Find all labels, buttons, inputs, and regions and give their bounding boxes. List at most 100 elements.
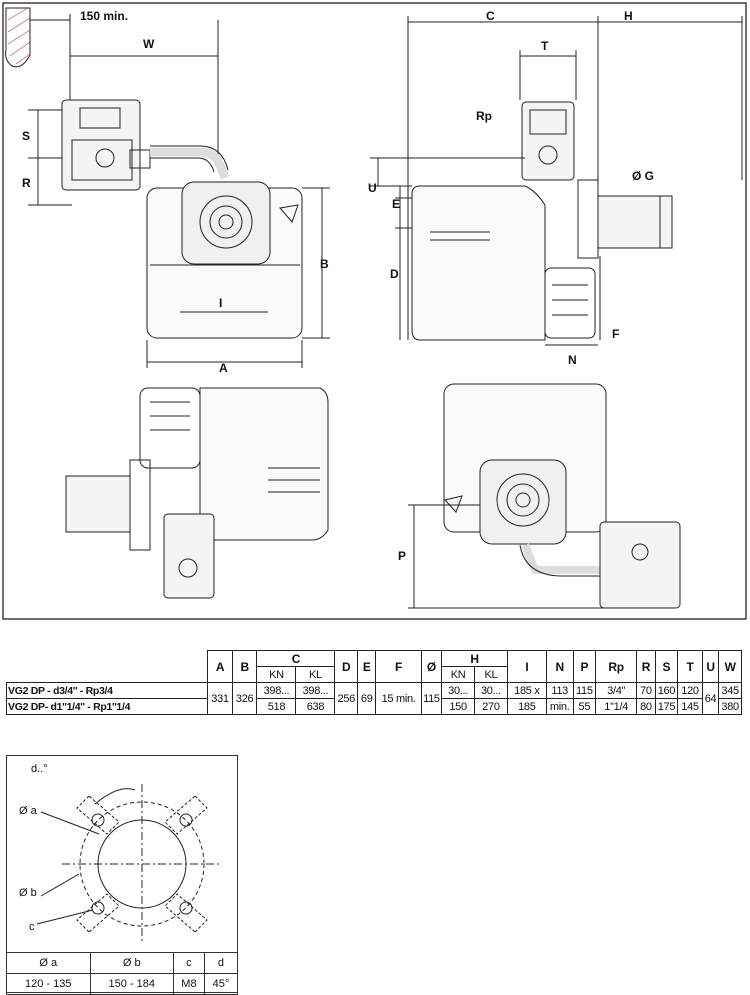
header-a: A bbox=[207, 650, 233, 683]
cell-n: min. bbox=[545, 698, 574, 715]
cell-r: 70 bbox=[636, 682, 656, 699]
view-top-right bbox=[370, 16, 743, 346]
cell-n: 113 bbox=[545, 682, 574, 699]
wall-hatch bbox=[5, 7, 31, 68]
cell-s: 175 bbox=[654, 698, 679, 715]
header-rp: Rp bbox=[595, 650, 638, 683]
header-e: E bbox=[357, 650, 377, 683]
flange-header-b: Ø b bbox=[89, 952, 174, 974]
label-og: Ø G bbox=[632, 169, 654, 183]
dimensions-table: A B C D E F Ø H I N P Rp R S T U W KN KL… bbox=[5, 650, 742, 715]
flange-value-b: 150 - 184 bbox=[89, 973, 174, 995]
cell-h-kl: 270 bbox=[474, 698, 508, 715]
label-u: U bbox=[368, 181, 377, 195]
cell-a: 331 bbox=[207, 682, 233, 715]
header-d: D bbox=[334, 650, 359, 683]
model-name: VG2 DP- d1''1/4'' - Rp1''1/4 bbox=[5, 698, 209, 715]
header-i: I bbox=[506, 650, 547, 683]
model-name: VG2 DP - d3/4'' - Rp3/4 bbox=[5, 682, 209, 699]
label-e: E bbox=[392, 197, 400, 211]
cell-u: 64 bbox=[701, 682, 720, 715]
cell-w: 345 bbox=[718, 682, 742, 699]
flange-value-a: 120 - 135 bbox=[6, 973, 91, 995]
header-h: H bbox=[441, 650, 508, 667]
header-c-kl: KL bbox=[295, 666, 336, 683]
label-s: S bbox=[22, 129, 30, 143]
view-bottom-left bbox=[65, 387, 329, 599]
flange-drawing: d..° Ø a Ø b c bbox=[19, 763, 222, 944]
flange-value-d: 45° bbox=[203, 973, 239, 995]
cell-s: 160 bbox=[654, 682, 679, 699]
header-r: R bbox=[636, 650, 656, 683]
cell-h-kl: 30... bbox=[474, 682, 508, 699]
flange-label-b: Ø b bbox=[19, 887, 37, 899]
cell-w: 380 bbox=[718, 698, 742, 715]
label-w: W bbox=[143, 37, 155, 51]
header-t: T bbox=[677, 650, 703, 683]
table-row: VG2 DP - d3/4'' - Rp3/4 331 326 398... 3… bbox=[5, 682, 742, 715]
cell-c-kl: 398... bbox=[295, 682, 336, 699]
header-c: C bbox=[256, 650, 336, 667]
header-h-kl: KL bbox=[474, 666, 508, 683]
cell-g: 115 bbox=[420, 682, 443, 715]
flange-label-c: c bbox=[29, 921, 35, 933]
table-header-row-1: A B C D E F Ø H I N P Rp R S T U W bbox=[6, 650, 742, 683]
cell-t: 145 bbox=[677, 698, 703, 715]
cell-d: 256 bbox=[334, 682, 359, 715]
label-h: H bbox=[624, 9, 633, 23]
header-n: N bbox=[545, 650, 574, 683]
cell-f: 15 min. bbox=[375, 682, 422, 715]
header-c-kn: KN bbox=[256, 666, 297, 683]
label-r: R bbox=[22, 176, 31, 190]
flange-header-c: c bbox=[173, 952, 205, 974]
label-rp: Rp bbox=[476, 109, 492, 123]
cell-rp: 3/4'' bbox=[595, 682, 638, 699]
label-f: F bbox=[612, 327, 619, 341]
flange-table-header: Ø a Ø b c d bbox=[6, 952, 239, 974]
cell-h-kn: 150 bbox=[441, 698, 475, 715]
label-p: P bbox=[398, 549, 406, 563]
header-p: P bbox=[572, 650, 597, 683]
header-w: W bbox=[718, 650, 742, 683]
cell-b: 326 bbox=[231, 682, 258, 715]
cell-r: 80 bbox=[636, 698, 656, 715]
cell-e: 69 bbox=[357, 682, 377, 715]
flange-table-values: 120 - 135 150 - 184 M8 45° bbox=[6, 973, 239, 995]
label-t: T bbox=[541, 39, 549, 53]
flange-label-d: d..° bbox=[31, 763, 48, 775]
label-i: I bbox=[219, 296, 222, 310]
flange-detail: d..° Ø a Ø b c Ø a Ø b c d 120 - 135 150… bbox=[6, 755, 239, 995]
header-u: U bbox=[701, 650, 720, 683]
label-a: A bbox=[219, 361, 228, 375]
view-top-left bbox=[28, 14, 330, 368]
table-header-row-2: KN KL KN KL bbox=[7, 666, 742, 683]
cell-p: 55 bbox=[572, 698, 597, 715]
flange-header-a: Ø a bbox=[6, 952, 91, 974]
header-b: B bbox=[231, 650, 258, 683]
cell-rp: 1''1/4 bbox=[595, 698, 638, 715]
cell-i: 185 x bbox=[506, 682, 547, 699]
drawing-frame bbox=[2, 2, 747, 620]
header-g: Ø bbox=[420, 650, 443, 683]
label-c: C bbox=[486, 9, 495, 23]
cell-t: 120 bbox=[677, 682, 703, 699]
table-row: VG2 DP- d1''1/4'' - Rp1''1/4 518 638 150… bbox=[5, 698, 742, 715]
label-150-min: 150 min. bbox=[80, 9, 128, 23]
cell-c-kl: 638 bbox=[295, 698, 336, 715]
cell-i: 185 bbox=[506, 698, 547, 715]
cell-c-kn: 518 bbox=[256, 698, 297, 715]
header-s: S bbox=[654, 650, 679, 683]
flange-table: Ø a Ø b c d 120 - 135 150 - 184 M8 45° bbox=[6, 952, 239, 995]
cell-c-kn: 398... bbox=[256, 682, 297, 699]
flange-label-a: Ø a bbox=[19, 805, 38, 817]
view-bottom-right bbox=[408, 383, 681, 609]
label-n: N bbox=[568, 353, 577, 367]
label-d: D bbox=[390, 267, 399, 281]
header-h-kn: KN bbox=[441, 666, 475, 683]
label-b: B bbox=[320, 257, 329, 271]
cell-h-kn: 30... bbox=[441, 682, 475, 699]
technical-drawings: 150 min. W S R B A I bbox=[2, 2, 747, 620]
cell-p: 115 bbox=[572, 682, 597, 699]
flange-value-c: M8 bbox=[173, 973, 205, 995]
flange-header-d: d bbox=[203, 952, 239, 974]
